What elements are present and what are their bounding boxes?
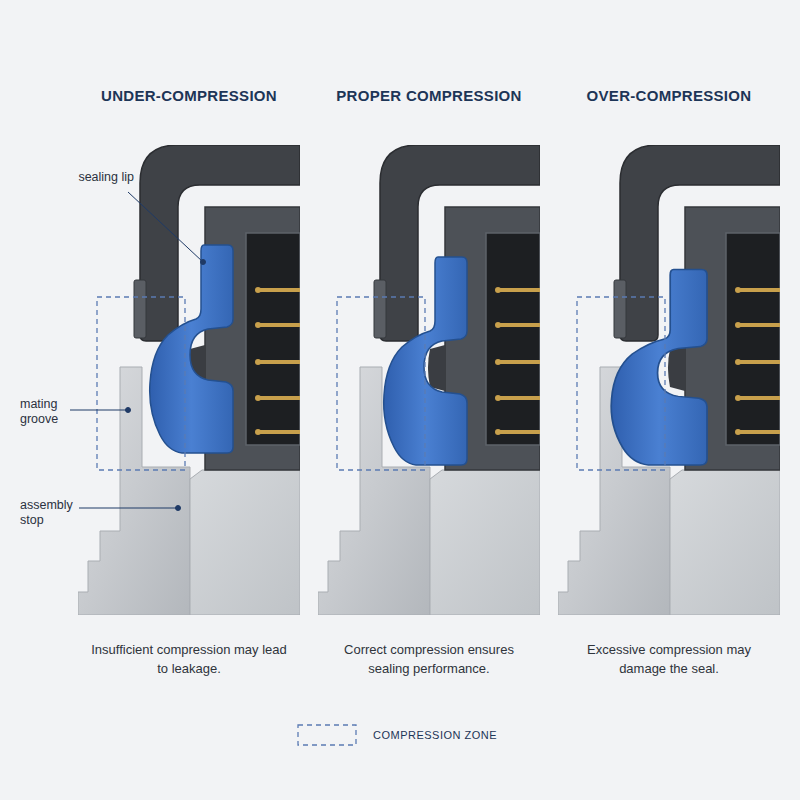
legend-text: COMPRESSION ZONE — [373, 729, 497, 741]
leader-lines — [70, 192, 206, 511]
part-label: sealing lip — [52, 170, 134, 185]
panel-caption: Excessive compression may damage the sea… — [569, 640, 769, 678]
assembly-parts — [318, 145, 540, 615]
compression-zone — [577, 297, 665, 470]
leader-dot — [126, 408, 131, 413]
leader-line — [70, 410, 128, 411]
leader-dot — [201, 260, 206, 265]
panel-caption: Insufficient compression may lead to lea… — [89, 640, 289, 678]
cross-section — [318, 145, 540, 615]
panel-heading: PROPER COMPRESSION — [336, 86, 521, 106]
legend-swatch — [297, 724, 357, 746]
label-holder: sealing lip — [52, 170, 134, 185]
part-label: assembly stop — [20, 498, 78, 528]
seal — [150, 245, 233, 453]
panel: OVER-COMPRESSION Excessive compression ma… — [558, 86, 780, 678]
seal — [611, 269, 707, 465]
assembly-parts — [558, 145, 780, 615]
panel-heading: OVER-COMPRESSION — [587, 86, 752, 106]
compression-zone — [97, 297, 185, 470]
seal — [384, 257, 467, 465]
panel-caption: Correct compression ensures sealing perf… — [329, 640, 529, 678]
label-holder: mating groove — [20, 397, 68, 427]
compression-zone — [337, 297, 425, 470]
cross-section — [78, 145, 300, 615]
leader-dot — [176, 506, 181, 511]
leader-line — [79, 508, 178, 509]
panel: PROPER COMPRESSION Correct compression en… — [318, 86, 540, 678]
part-label: mating groove — [20, 397, 68, 427]
cross-section — [558, 145, 780, 615]
label-holder: assembly stop — [20, 498, 78, 528]
assembly-parts — [78, 145, 300, 615]
leader-line — [128, 192, 203, 262]
legend-item: COMPRESSION ZONE — [297, 724, 497, 746]
panel-heading: UNDER-COMPRESSION — [101, 86, 277, 106]
